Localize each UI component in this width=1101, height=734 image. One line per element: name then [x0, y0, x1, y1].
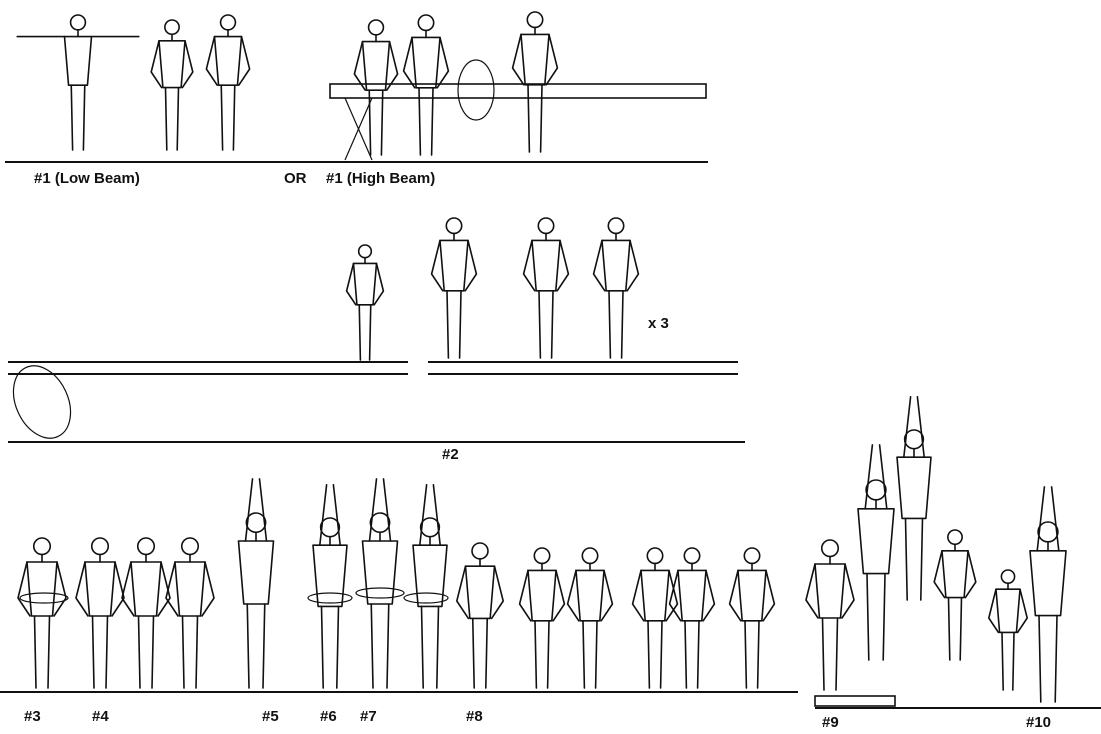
label-high-beam: #1 (High Beam): [326, 170, 436, 187]
label-step-3: #3: [24, 708, 41, 725]
gymnast-figure: [165, 537, 215, 689]
gymnast-figure: [987, 569, 1028, 691]
gymnast-figure: [121, 537, 171, 689]
label-step-2: #2: [442, 446, 459, 463]
gymnast-figure: [518, 547, 566, 689]
label-step-8: #8: [466, 708, 483, 725]
gymnast-figure: [857, 444, 895, 661]
gymnast-figure: [455, 542, 505, 689]
label-step-4: #4: [92, 708, 109, 725]
label-step-10: #10: [1026, 714, 1052, 731]
gymnast-figure: [728, 547, 776, 689]
gymnast-figure: [312, 484, 348, 689]
gymnast-figures: [16, 11, 1067, 703]
gymnast-figure: [566, 547, 614, 689]
gymnast-figure: [17, 537, 67, 689]
gymnast-figure: [430, 217, 478, 359]
gymnast-figure: [412, 484, 448, 689]
gymnast-figure: [353, 19, 399, 156]
high-beam: [329, 83, 707, 161]
gymnast-figure: [16, 14, 140, 151]
gymnast-figure: [805, 539, 855, 691]
label-step-5: #5: [262, 708, 279, 725]
gymnast-figure: [205, 14, 251, 151]
label-repeat: x 3: [648, 315, 669, 332]
gymnast-figure: [150, 19, 194, 151]
gymnast-figure: [361, 478, 399, 689]
label-step-6: #6: [320, 708, 337, 725]
label-low-beam: #1 (Low Beam): [34, 170, 140, 187]
label-or: OR: [284, 170, 307, 187]
springboard-mat: [814, 695, 896, 707]
gymnast-figure: [402, 14, 450, 156]
rotation-arrows: [12, 59, 495, 604]
gymnast-figure: [522, 217, 570, 359]
gymnast-figure: [75, 537, 125, 689]
label-step-9: #9: [822, 714, 839, 731]
gymnast-figure: [1029, 486, 1067, 703]
gymnast-figure: [511, 11, 559, 153]
gymnast-figure: [933, 529, 977, 661]
label-step-7: #7: [360, 708, 377, 725]
gymnast-figure: [668, 547, 716, 689]
gymnast-figure: [631, 547, 679, 689]
gymnast-figure: [345, 244, 385, 361]
gymnast-figure: [592, 217, 640, 359]
gymnast-figure: [237, 478, 275, 689]
gymnast-figure: [896, 396, 932, 601]
